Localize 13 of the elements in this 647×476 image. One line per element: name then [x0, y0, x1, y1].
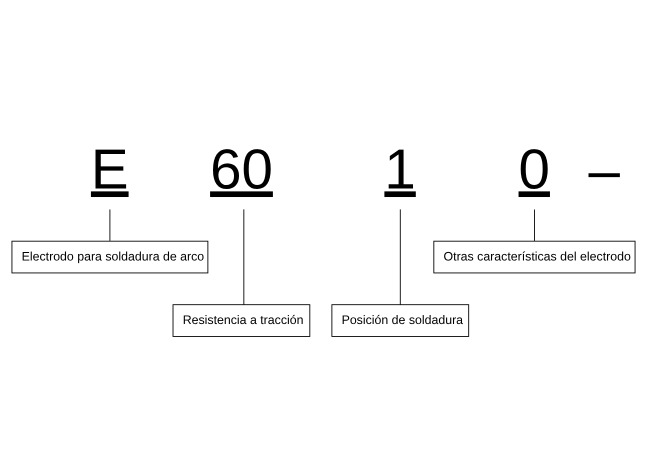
node-text: 60: [210, 136, 273, 200]
node-box: Otras características del electrodo: [433, 240, 636, 273]
node-text: E: [90, 136, 129, 200]
connector: [534, 208, 535, 241]
node-box: Electrodo para soldadura de arco: [12, 240, 208, 273]
node-box: Posición de soldadura: [331, 304, 470, 336]
node-text: 1: [384, 136, 416, 200]
connector: [109, 208, 110, 241]
connector: [243, 208, 244, 304]
node-text: 0: [518, 136, 550, 200]
label: –: [588, 138, 620, 201]
connector: [400, 208, 401, 304]
node-box: Resistencia a tracción: [172, 304, 310, 336]
